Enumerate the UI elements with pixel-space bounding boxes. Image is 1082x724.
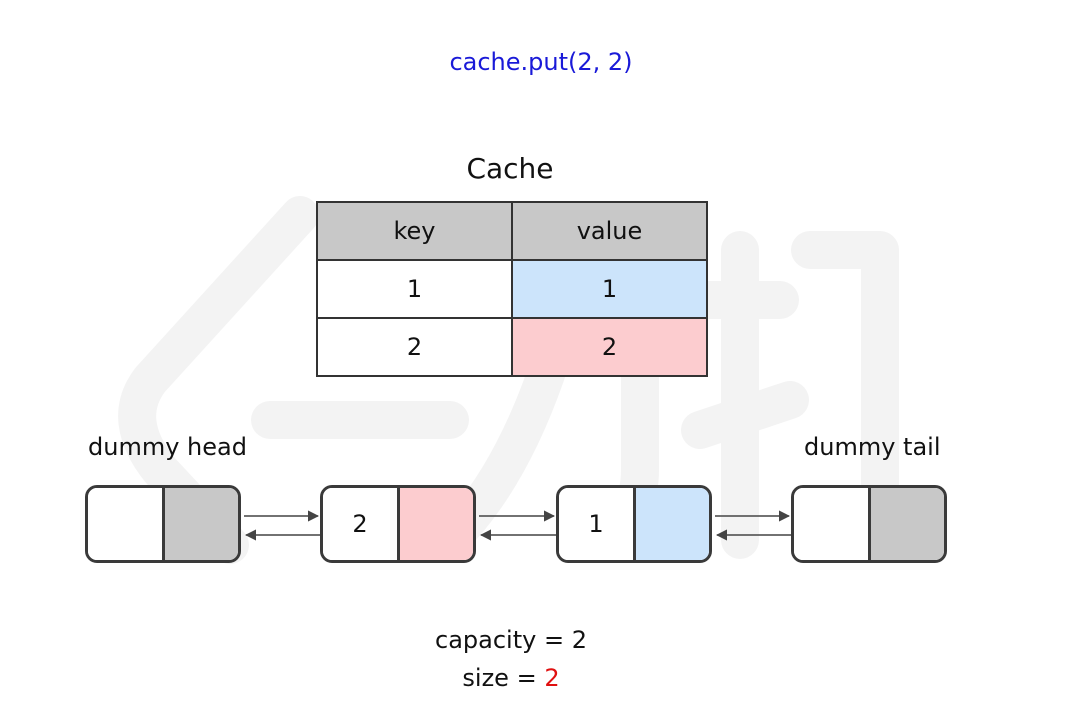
node-key	[88, 488, 165, 560]
node-value	[871, 488, 944, 560]
node-value	[636, 488, 709, 560]
size-label: size =	[462, 664, 545, 692]
list-node: 2	[320, 485, 476, 563]
table-row: 2 2	[316, 317, 708, 377]
node-key: 2	[323, 488, 400, 560]
value-cell: 2	[511, 317, 708, 377]
node-value	[400, 488, 473, 560]
table-row: 1 1	[316, 259, 708, 319]
dummy-tail-label: dummy tail	[804, 433, 941, 461]
list-node: 1	[556, 485, 712, 563]
size-value: 2	[544, 664, 560, 692]
node-value	[165, 488, 238, 560]
table-header-row: key value	[316, 201, 708, 261]
value-cell: 1	[511, 259, 708, 319]
capacity-text: capacity = 2	[435, 626, 587, 654]
operation-title: cache.put(2, 2)	[449, 48, 633, 76]
cache-title: Cache	[466, 152, 554, 185]
key-cell: 2	[316, 317, 513, 377]
key-cell: 1	[316, 259, 513, 319]
key-column-header: key	[316, 201, 513, 261]
dummy-head-node	[85, 485, 241, 563]
node-key	[794, 488, 871, 560]
cache-table: key value 1 1 2 2	[316, 201, 708, 377]
value-column-header: value	[511, 201, 708, 261]
size-text: size = 2	[0, 664, 1022, 692]
node-key: 1	[559, 488, 636, 560]
dummy-tail-node	[791, 485, 947, 563]
dummy-head-label: dummy head	[88, 433, 247, 461]
